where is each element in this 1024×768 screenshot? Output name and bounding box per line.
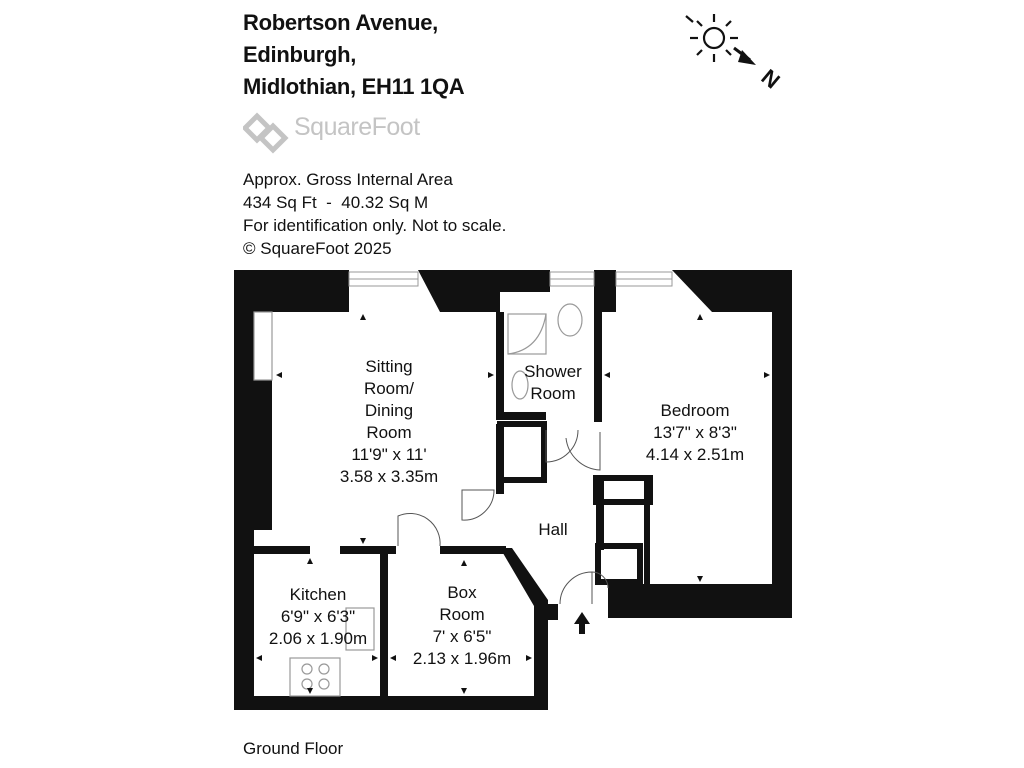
wall-shower-bottom bbox=[496, 412, 546, 420]
door-entrance-inner bbox=[591, 571, 609, 589]
squarefoot-logo-icon bbox=[243, 112, 289, 154]
door-box bbox=[397, 512, 441, 547]
room-box-name-2: Room bbox=[439, 605, 485, 624]
wall-top-mid bbox=[418, 270, 550, 312]
wall-bottom-kitchen bbox=[234, 696, 386, 710]
wall-shower-bedroom bbox=[594, 312, 602, 422]
wall-box-diagonal bbox=[500, 548, 548, 710]
door-sitting bbox=[461, 489, 495, 521]
walls bbox=[234, 270, 792, 710]
doors bbox=[397, 429, 609, 605]
wall-bedroom-step bbox=[593, 475, 653, 505]
area-title: Approx. Gross Internal Area bbox=[243, 170, 453, 189]
brand-name: SquareFoot bbox=[294, 113, 420, 141]
room-box-metric: 2.13 x 1.96m bbox=[412, 649, 512, 668]
room-sitting-label: Sitting Room/ Dining Room 11'9" x 11' 3.… bbox=[340, 356, 438, 488]
room-sitting-imperial: 11'9" x 11' bbox=[351, 445, 427, 464]
room-box-imperial: 7' x 6'5" bbox=[432, 627, 492, 646]
wall-entrance-right bbox=[595, 543, 643, 585]
wall-bottom-box bbox=[386, 696, 548, 710]
room-sitting-name-1: Sitting bbox=[365, 357, 413, 376]
door-entrance bbox=[559, 571, 593, 605]
wall-sitting-shower bbox=[496, 312, 504, 412]
room-hall-name: Hall bbox=[538, 520, 568, 539]
windows bbox=[348, 271, 673, 287]
room-sitting-name-4: Room bbox=[366, 423, 412, 442]
room-bedroom-name: Bedroom bbox=[660, 401, 730, 420]
room-kitchen-metric: 2.06 x 1.90m bbox=[268, 629, 368, 648]
wall-box-top bbox=[440, 546, 506, 554]
door-bedroom bbox=[565, 432, 601, 471]
compass: N bbox=[685, 14, 785, 90]
room-kitchen-name: Kitchen bbox=[289, 585, 347, 604]
room-shower-label: Shower Room bbox=[524, 361, 582, 405]
wall-left bbox=[234, 270, 254, 710]
door-shower bbox=[545, 429, 579, 463]
room-hall-label: Hall bbox=[538, 519, 567, 541]
wall-right bbox=[772, 270, 792, 618]
dimension-markers bbox=[256, 314, 770, 694]
address-line-1: Robertson Avenue, bbox=[243, 10, 438, 35]
entrance-arrow-icon bbox=[574, 612, 590, 634]
wall-kitchen-top-left bbox=[254, 546, 310, 554]
room-shower-name-1: Shower bbox=[524, 362, 582, 381]
shower-door-arc bbox=[507, 313, 547, 355]
room-box-label: Box Room 7' x 6'5" 2.13 x 1.96m bbox=[413, 582, 511, 670]
copyright: © SquareFoot 2025 bbox=[243, 239, 392, 258]
cupboard bbox=[497, 421, 547, 483]
kitchen-sink bbox=[345, 607, 375, 651]
room-shower-name-2: Room bbox=[530, 384, 576, 403]
room-bedroom-label: Bedroom 13'7" x 8'3" 4.14 x 2.51m bbox=[646, 400, 744, 466]
address-line-3: Midlothian, EH11 1QA bbox=[243, 74, 465, 99]
toilet bbox=[557, 303, 583, 337]
wall-bedroom-hall bbox=[596, 478, 604, 550]
address-line-2: Edinburgh, bbox=[243, 42, 357, 67]
room-bedroom-imperial: 13'7" x 8'3" bbox=[653, 423, 737, 442]
north-arrow-icon bbox=[733, 46, 756, 65]
disclaimer: For identification only. Not to scale. bbox=[243, 216, 507, 235]
sun-icon bbox=[685, 14, 738, 62]
room-bedroom-metric: 4.14 x 2.51m bbox=[645, 445, 745, 464]
wall-entrance-left bbox=[534, 604, 558, 620]
room-sitting-name-2: Room/ bbox=[363, 379, 415, 398]
room-kitchen-imperial: 6'9" x 6'3" bbox=[280, 607, 356, 626]
floor-label: Ground Floor bbox=[243, 739, 344, 758]
wall-kitchen-box bbox=[380, 554, 388, 696]
fixtures bbox=[253, 303, 583, 697]
room-kitchen-label: Kitchen 6'9" x 6'3" 2.06 x 1.90m bbox=[269, 584, 367, 650]
hob bbox=[289, 657, 341, 697]
shower-tray bbox=[507, 313, 547, 355]
wash-basin bbox=[511, 370, 529, 400]
sitting-alcove bbox=[253, 311, 273, 381]
wall-kitchen-top-right bbox=[340, 546, 396, 554]
wall-bedroom-lower bbox=[644, 478, 650, 586]
room-sitting-name-3: Dining bbox=[364, 401, 414, 420]
wall-top-right bbox=[672, 270, 792, 312]
room-box-name-1: Box bbox=[447, 583, 477, 602]
room-sitting-metric: 3.58 x 3.35m bbox=[339, 467, 439, 486]
area-value: 434 Sq Ft - 40.32 Sq M bbox=[243, 193, 429, 212]
wall-left-pier bbox=[254, 380, 272, 530]
wall-bottom-right bbox=[608, 584, 792, 618]
wall-top-shower-right bbox=[594, 270, 616, 312]
